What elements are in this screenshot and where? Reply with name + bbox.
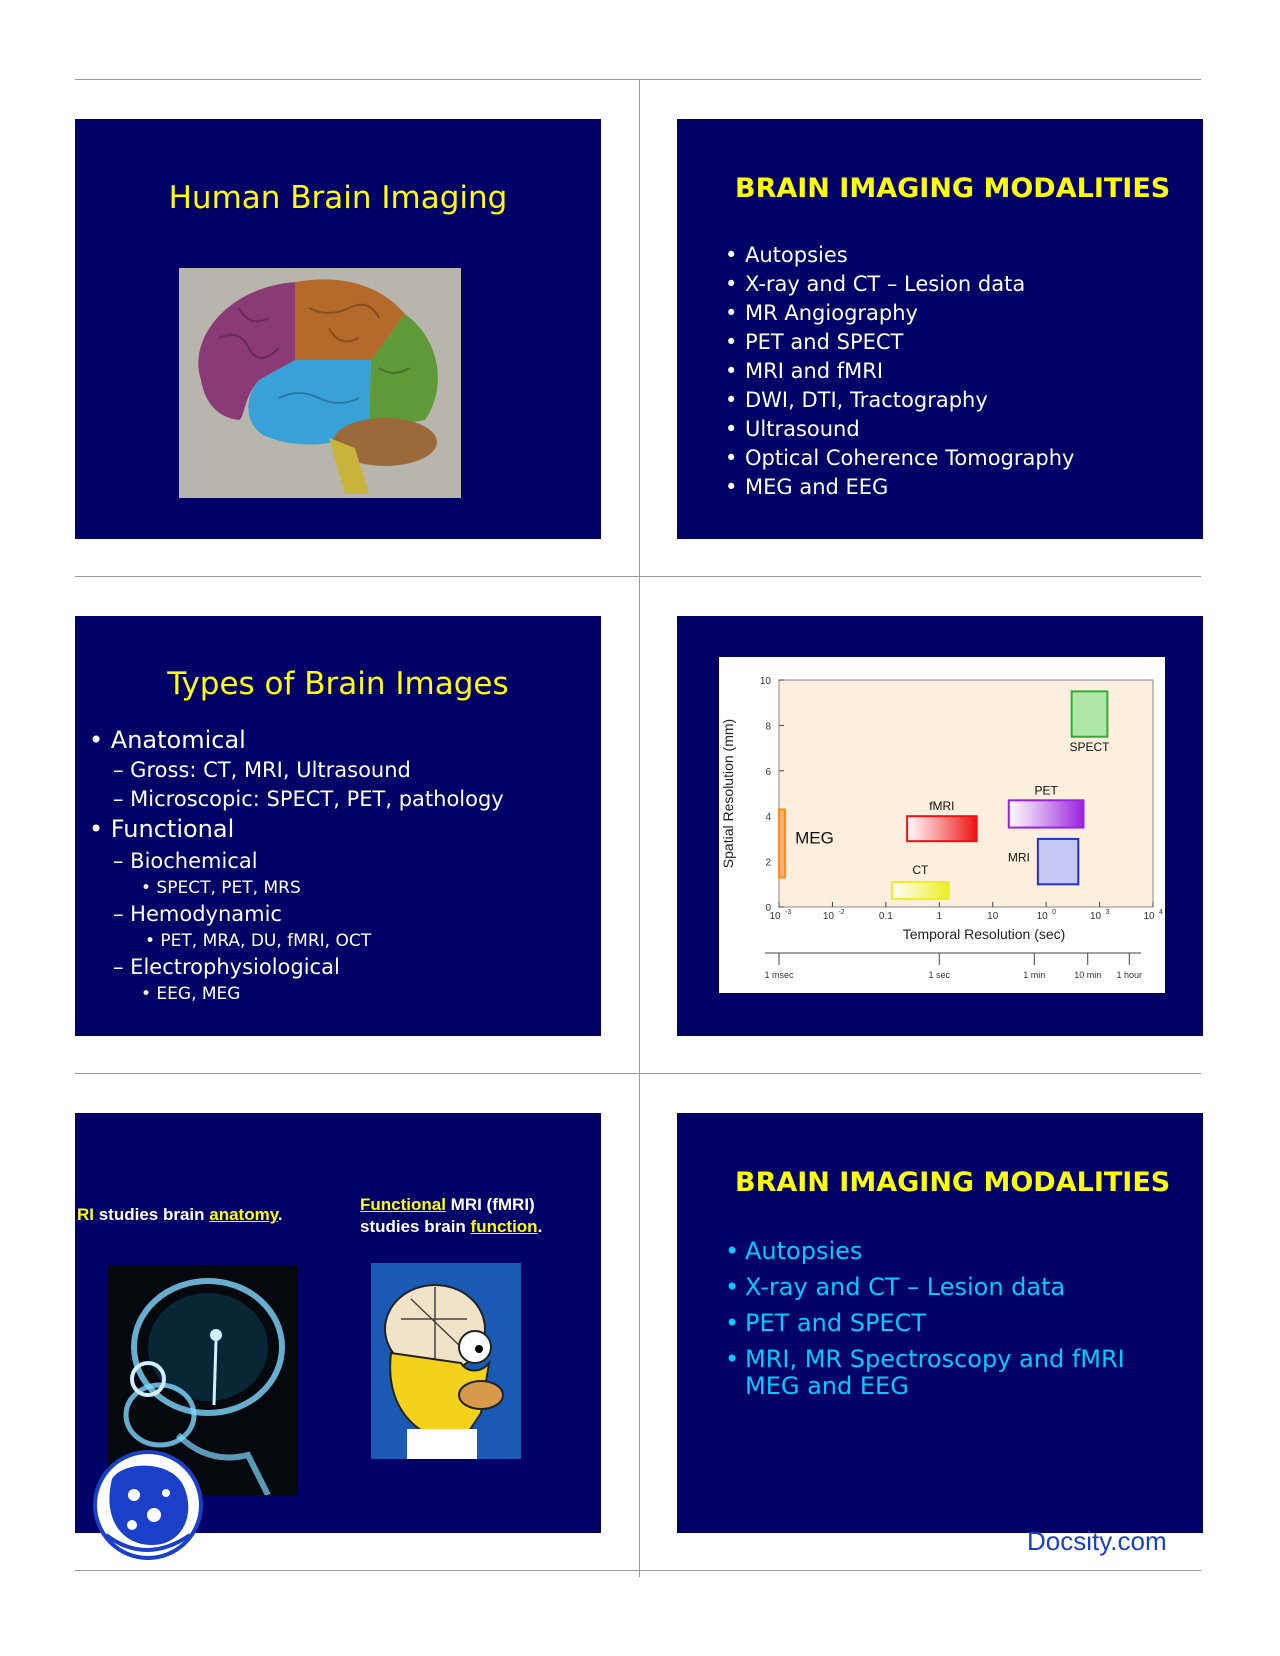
series-box-mri — [1036, 837, 1080, 886]
x-tick-label-exp: 3 — [1106, 909, 1110, 916]
series-box-ct — [890, 881, 950, 901]
x-tick-label-exp: -3 — [785, 909, 791, 916]
anatomy-link: anatomy — [209, 1205, 278, 1224]
caption-text: . — [537, 1217, 543, 1236]
divider — [75, 79, 1201, 80]
slide-title-text: BRAIN IMAGING MODALITIES — [735, 173, 1171, 204]
time-scale-label: 1 hour — [1117, 970, 1143, 980]
x-tick-label: 0.1 — [879, 911, 893, 922]
x-tick-label: 10 — [1143, 911, 1155, 922]
slide-title-text: Types of Brain Images — [167, 666, 509, 702]
caption-text: MRI (fMRI) — [445, 1195, 535, 1214]
series-box-spect — [1070, 690, 1109, 738]
caption-fmri: Functional MRI (fMRI) studies brain funct… — [360, 1194, 542, 1238]
column-divider — [639, 80, 640, 1577]
bullet-functional: • Functional — [89, 815, 235, 843]
functional-link: Functional — [360, 1195, 446, 1214]
y-tick-label: 10 — [760, 676, 772, 687]
y-tick-label: 8 — [765, 721, 771, 732]
time-scale-label: 1 min — [1023, 970, 1045, 980]
x-tick-label-exp: 0 — [1052, 909, 1056, 916]
series-box-pet — [1007, 799, 1085, 829]
y-tick-label: 0 — [765, 903, 771, 914]
slide-types: Types of Brain Images • Anatomical – Gro… — [75, 616, 601, 1036]
sub-item: – Hemodynamic — [113, 902, 282, 926]
y-axis-label: Spatial Resolution (mm) — [720, 719, 736, 868]
slide-title-text: Human Brain Imaging — [168, 180, 508, 216]
sub-item: – Microscopic: SPECT, PET, pathology — [113, 787, 504, 811]
x-axis-label: Temporal Resolution (sec) — [903, 926, 1066, 942]
modalities-list: Autopsies X-ray and CT – Lesion data MR … — [725, 241, 1074, 502]
series-box-meg — [778, 808, 787, 879]
series-label: MEG — [795, 828, 834, 847]
time-scale-label: 1 sec — [929, 970, 951, 980]
brain-illustration — [179, 268, 461, 498]
sub-sub-item: • EEG, MEG — [141, 984, 241, 1004]
list-item: Functional — [110, 815, 235, 843]
divider — [75, 1570, 1201, 1571]
list-item: MEG and EEG — [745, 1372, 909, 1400]
list-item: DWI, DTI, Tractography — [725, 386, 1074, 415]
list-item: MRI, MR Spectroscopy and fMRI — [725, 1345, 1125, 1374]
caption-text: studies brain — [94, 1205, 210, 1224]
sub-sub-item: • PET, MRA, DU, fMRI, OCT — [145, 931, 372, 951]
list-item: MRI and fMRI — [725, 357, 1074, 386]
series-label: PET — [1034, 783, 1058, 797]
list-item: MR Angiography — [725, 299, 1074, 328]
divider — [75, 576, 1201, 577]
time-scale-label: 1 msec — [764, 970, 794, 980]
x-tick-label: 10 — [1090, 911, 1102, 922]
docsity-logo-icon — [93, 1450, 203, 1560]
y-tick-label: 6 — [765, 767, 771, 778]
slide-title-text: BRAIN IMAGING MODALITIES — [735, 1167, 1171, 1198]
slide-modalities-2: BRAIN IMAGING MODALITIES Autopsies X-ray… — [677, 1113, 1203, 1533]
caption-text: studies brain — [360, 1217, 471, 1236]
list-item: Anatomical — [110, 726, 246, 754]
x-tick-label-exp: -2 — [838, 909, 844, 916]
x-tick-label: 1 — [937, 911, 943, 922]
list-item: Ultrasound — [725, 415, 1074, 444]
list-item: X-ray and CT – Lesion data — [725, 1273, 1125, 1302]
list-item: PET and SPECT — [725, 328, 1074, 357]
series-label: SPECT — [1069, 740, 1110, 754]
series-label: CT — [912, 863, 929, 877]
x-tick-label: 10 — [769, 911, 781, 922]
slide-modalities: BRAIN IMAGING MODALITIES Autopsies X-ray… — [677, 119, 1203, 539]
caption-text: . — [277, 1205, 283, 1224]
caption-text: RI — [77, 1205, 94, 1224]
function-link: function — [470, 1217, 538, 1236]
sub-item: – Gross: CT, MRI, Ultrasound — [113, 758, 411, 782]
list-item: X-ray and CT – Lesion data — [725, 270, 1074, 299]
sub-item: – Electrophysiological — [113, 955, 340, 979]
x-tick-label: 10 — [987, 911, 999, 922]
divider — [75, 1073, 1201, 1074]
y-tick-label: 4 — [765, 812, 771, 823]
time-scale-label: 10 min — [1074, 970, 1101, 980]
x-tick-label-exp: 4 — [1159, 909, 1163, 916]
bullet-anatomical: • Anatomical — [89, 726, 246, 754]
list-item: PET and SPECT — [725, 1309, 1125, 1338]
list-item: MEG and EEG — [725, 473, 1074, 502]
sub-item: – Biochemical — [113, 849, 258, 873]
list-item: Optical Coherence Tomography — [725, 444, 1074, 473]
x-tick-label: 10 — [1037, 911, 1049, 922]
docsity-brand-text: Docsity.com — [1027, 1526, 1167, 1556]
sub-sub-item: • SPECT, PET, MRS — [141, 878, 301, 898]
caption-mri: RI studies brain anatomy. — [77, 1204, 283, 1226]
series-label: fMRI — [929, 799, 954, 813]
modalities-list: Autopsies X-ray and CT – Lesion data PET… — [725, 1237, 1125, 1408]
list-item: Autopsies — [725, 1237, 1125, 1266]
slide-title: Human Brain Imaging — [75, 119, 601, 539]
series-box-fmri — [906, 815, 978, 843]
x-tick-label: 10 — [823, 911, 835, 922]
list-item: Autopsies — [725, 241, 1074, 270]
cartoon-brain-map-image — [371, 1263, 521, 1459]
series-label: MRI — [1008, 851, 1030, 865]
y-tick-label: 2 — [765, 858, 771, 869]
